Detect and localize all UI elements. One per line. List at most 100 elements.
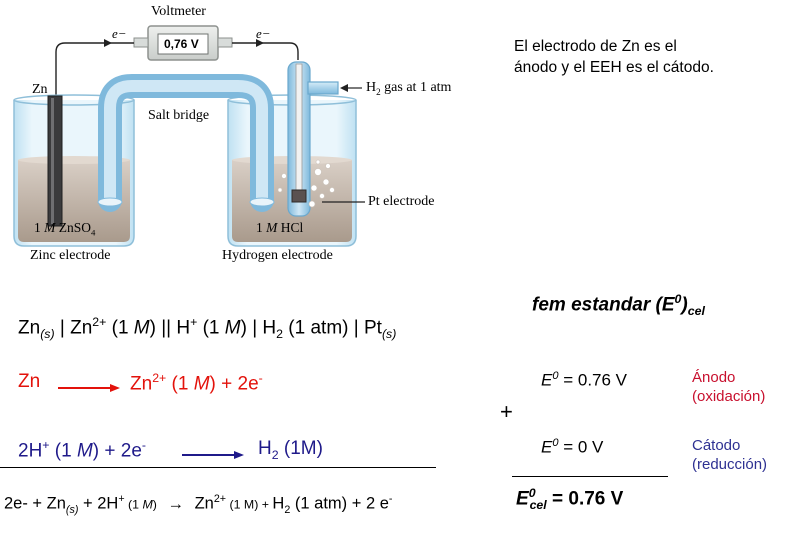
cn-zn-close: ) || H [149,317,191,339]
cell-e-sup: 0 [528,486,536,500]
overall-a: 2e- + Zn [4,494,66,513]
salt-bridge-label: Salt bridge [148,108,210,123]
h2-gas-label-sub: 2 [376,86,381,97]
electron-flow-arrow-right [256,39,264,47]
emf-title: fem estandar (E0)cel [532,292,705,318]
cathode-label-1: Cátodo [692,437,741,454]
explanation-note: El electrodo de Zn es el ánodo y el EEH … [514,36,714,78]
zinc-electrode [47,95,63,227]
anode-arrow-icon [58,384,120,392]
anode-product: Zn2+ (1 M) + 2e- [130,371,263,395]
znso4-label-sub: 4 [91,227,96,238]
cn-h-charge: + [190,315,198,329]
electrochemical-cell-diagram [13,25,365,247]
cn-h-conc: (1 [197,317,225,339]
h2-gas-label: H2 gas at 1 atm [366,80,451,97]
znso4-label-b: ZnSO [55,220,92,235]
cn-zn-conc: (1 [106,317,134,339]
cathode-e-sup: 0 [552,437,559,449]
cathode-m: M [76,440,93,462]
overall-c: Zn [194,494,214,513]
note-line-1: El electrodo de Zn es el [514,38,677,55]
voltmeter-label: Voltmeter [151,4,206,19]
hcl-label-a: 1 [256,220,267,235]
overall-arrow: → [167,494,184,513]
cell-notation: Zn(s) | Zn2+ (1 M) || H+ (1 M) | H2 (1 a… [18,315,396,341]
anode-arrow [58,380,120,392]
hcl-label-b: HCl [277,220,304,235]
overall-b: + 2H [78,494,119,513]
cell-e: E [516,488,529,510]
overall-h2: H [272,494,285,513]
h2-gas-label-rest: gas at 1 atm [380,80,452,95]
cathode-label: Cátodo (reducción) [692,436,767,474]
cn-h-close: ) | H [240,317,277,339]
cathode-conc: (1 [49,440,77,462]
cn-zn-charge: 2+ [92,315,107,329]
emf-title-text: fem estandar (E [532,294,675,316]
anode-label-1: Ánodo [692,369,736,386]
reaction-divider [0,467,436,468]
overall-zn-charge: 2+ [213,493,227,505]
voltmeter-reading: 0,76 V [164,37,199,51]
cell-e-sub: cel [529,498,547,513]
cathode-product-h: H [258,438,272,459]
cn-m2: M [224,317,241,339]
anode-e-sup: 0 [552,370,559,382]
cathode-e-value: = 0 V [558,437,604,457]
cathode-arrow [182,447,244,459]
cn-h2-sub: 2 [276,327,284,342]
overall-h2-tail: (1 atm) + 2 e [290,494,389,513]
overall-zn-state: (s) [65,503,79,516]
hydrogen-bubbles [277,159,335,208]
zn-label: Zn [32,82,48,97]
cn-m1: M [133,317,150,339]
cn-sep1: | Zn [54,317,93,339]
cn-zn-state: (s) [40,327,55,342]
overall-h-conc-close: ) [152,497,157,512]
anode-reaction: Zn [18,371,40,393]
potential-divider [512,476,668,477]
overall-m: M [142,497,153,512]
anode-e: E [541,370,553,390]
cathode-h-charge: + [42,438,50,452]
external-wire [55,42,299,98]
cathode-product: H2 (1M) [258,438,323,462]
cathode-reaction: 2H+ (1 M) + 2e- [18,438,146,462]
cathode-potential: E0 = 0 V [541,437,603,458]
cathode-conc-close: ) + 2e [92,440,142,462]
znso4-label: 1 M ZnSO4 [34,220,95,238]
overall-h2-sub: 2 [284,503,291,516]
cathode-product-tail: (1M) [278,438,323,459]
overall-h-charge: + [118,493,125,505]
anode-reactant: Zn [18,371,41,392]
h2-gas-label-h: H [366,80,377,95]
overall-e-sup: - [388,493,393,505]
platinum-electrode [291,189,307,203]
voltmeter [133,25,233,61]
cathode-electron-sup: - [141,438,147,452]
cathode-product-sub: 2 [271,447,279,462]
anode-label: Ánodo (oxidación) [692,368,765,406]
plus-sign: + [500,399,513,424]
pt-electrode-label: Pt electrode [368,194,435,209]
cathode-label-2: (reducción) [692,456,768,473]
anode-conc: (1 [166,373,194,395]
anode-electron-sup: - [258,371,263,385]
anode-conc-close: ) + 2e [209,373,259,395]
cell-potential: E0cel = 0.76 V [516,486,623,512]
anode-product-zn: Zn [130,373,153,395]
anode-potential: E0 = 0.76 V [541,370,627,391]
cell-e-value: = 0.76 V [546,488,624,510]
cn-zn: Zn [18,317,41,339]
emf-title-close: ) [681,294,688,316]
overall-reaction: 2e- + Zn(s) + 2H+ (1 M) → Zn2+ (1 M) + H… [4,493,392,516]
electron-label-left: e− [112,26,127,41]
cathode-reactant: 2H [18,440,43,462]
cn-pt-state: (s) [381,327,397,342]
electron-flow-arrow-left [104,39,112,47]
cathode-arrow-icon [182,451,244,459]
electron-label-right: e− [256,26,271,41]
hcl-label-m: M [266,220,278,235]
cathode-e: E [541,437,553,457]
